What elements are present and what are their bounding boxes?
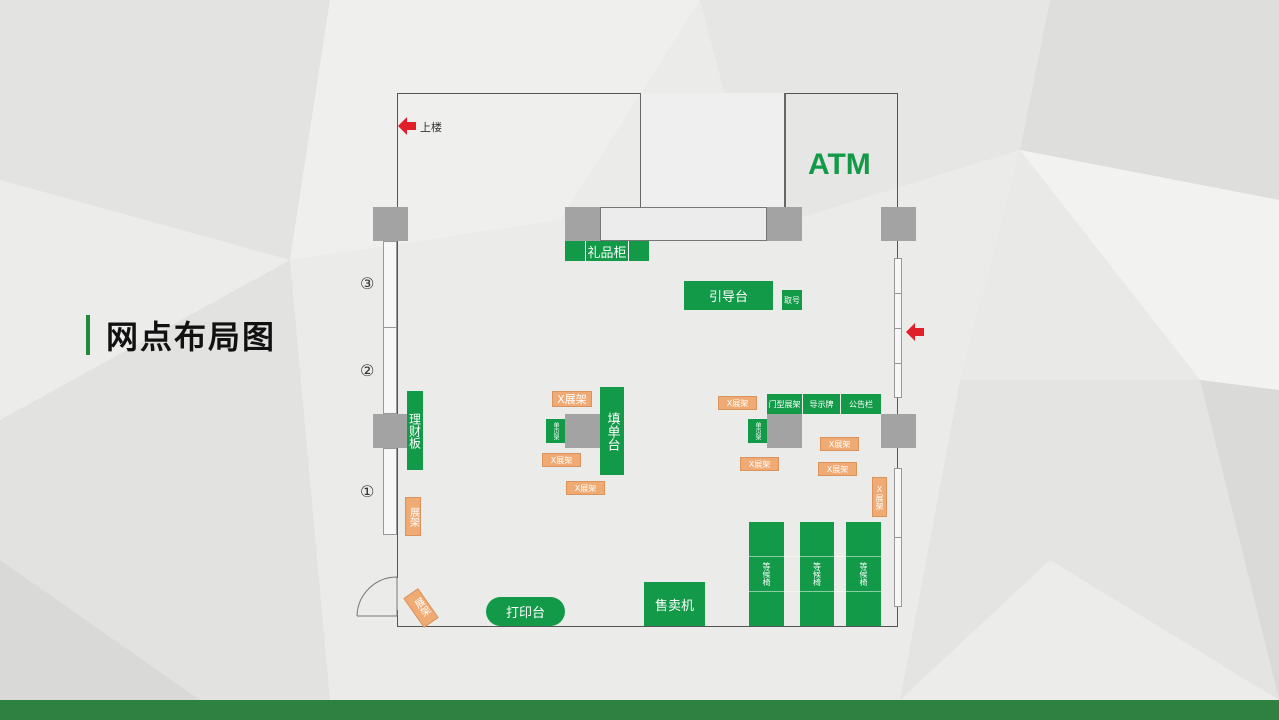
gift-cabinet: 礼品柜 xyxy=(565,241,649,261)
form-filling-desk: 填单台 xyxy=(600,387,624,475)
atm-room-wall xyxy=(785,93,786,207)
x-stand: X展架 xyxy=(566,481,605,495)
x-stand: X展架 xyxy=(740,457,779,471)
x-stand: X展架 xyxy=(718,396,757,410)
take-number-label: 取号 xyxy=(784,295,800,305)
pillar xyxy=(881,207,916,241)
back-room xyxy=(640,93,785,207)
gift-cabinet-divider xyxy=(585,241,586,261)
zone-number-2: ② xyxy=(360,361,375,380)
window-divider xyxy=(894,537,902,538)
x-stand-label: X展架 xyxy=(828,439,851,449)
pillar xyxy=(373,414,408,448)
pillar xyxy=(565,207,600,241)
x-stand: X展架 xyxy=(872,477,887,517)
x-stand-label: X展架 xyxy=(557,393,587,406)
chair-divider xyxy=(749,556,881,557)
pillar xyxy=(767,414,802,448)
x-stand-label: X展架 xyxy=(748,459,771,469)
window-divider xyxy=(894,328,902,329)
x-stand-label: X展架 xyxy=(550,455,573,465)
finance-board-label: 理财板 xyxy=(407,412,422,449)
entrance-arrow-icon xyxy=(906,323,924,341)
waiting-chairs: 等候椅 xyxy=(846,522,881,626)
gift-cabinet-label: 礼品柜 xyxy=(587,245,627,261)
atm-label: ATM xyxy=(808,148,871,181)
window-divider xyxy=(894,293,902,294)
wall-bottom xyxy=(397,626,898,627)
display-rack-label: 展架 xyxy=(410,596,432,620)
page-title: 网点布局图 xyxy=(106,318,277,356)
door-swing xyxy=(356,576,398,617)
x-stand-label: X展架 xyxy=(574,483,597,493)
window-left xyxy=(383,448,397,535)
pillar xyxy=(565,414,600,448)
direction-sign-label: 导示牌 xyxy=(809,399,834,409)
upstairs-label: 上楼 xyxy=(420,121,442,134)
waiting-chairs-label: 等候椅 xyxy=(762,562,771,586)
window-divider xyxy=(894,363,902,364)
display-rack: 展架 xyxy=(403,588,439,628)
vending-machine-label: 售卖机 xyxy=(654,598,694,614)
vending-machine: 售卖机 xyxy=(644,582,705,626)
x-stand-label: X展架 xyxy=(826,464,849,474)
x-stand: X展架 xyxy=(552,391,592,407)
gift-cabinet-divider xyxy=(628,241,629,261)
pillar xyxy=(881,414,916,448)
x-stand-label: X展架 xyxy=(726,398,749,408)
notice-board: 公告栏 xyxy=(841,394,881,414)
waiting-chairs: 等候椅 xyxy=(749,522,784,626)
notice-board-label: 公告栏 xyxy=(849,399,873,409)
waiting-chairs: 等候椅 xyxy=(800,522,834,626)
pillar xyxy=(373,207,408,241)
leaflet-rack-label: 单页架 xyxy=(754,422,761,440)
leaflet-rack: 单页架 xyxy=(748,419,767,443)
leaflet-rack: 单页架 xyxy=(546,419,565,443)
print-desk-label: 打印台 xyxy=(505,606,545,621)
page-title-block: 网点布局图 xyxy=(86,314,276,356)
form-desk-label: 填单台 xyxy=(604,411,620,451)
finance-board: 理财板 xyxy=(407,391,423,470)
door-rack-label: 门型展架 xyxy=(768,399,801,409)
guide-desk: 引导台 xyxy=(684,281,773,310)
waiting-chairs-label: 等候椅 xyxy=(812,562,822,586)
take-number-machine: 取号 xyxy=(782,290,802,310)
chair-divider xyxy=(749,591,881,592)
zone-number-3: ③ xyxy=(360,274,375,293)
wall-left-lower xyxy=(397,610,398,627)
window-divider xyxy=(383,327,397,328)
footer-bar xyxy=(0,700,1279,720)
x-stand: X展架 xyxy=(818,462,857,476)
upstairs-arrow-icon xyxy=(398,117,416,135)
direction-sign: 导示牌 xyxy=(803,394,840,414)
x-stand: X展架 xyxy=(820,437,859,451)
x-stand-label: X展架 xyxy=(875,484,884,510)
pillar xyxy=(767,207,802,241)
print-desk: 打印台 xyxy=(486,597,565,626)
zone-number-1: ① xyxy=(360,482,375,501)
waiting-chairs-label: 等候椅 xyxy=(859,562,868,586)
display-rack-label: 展架 xyxy=(407,506,419,527)
x-stand: X展架 xyxy=(542,453,581,467)
door-display-rack: 门型展架 xyxy=(767,394,802,414)
title-accent-bar xyxy=(86,315,90,355)
wall-left-upper xyxy=(397,93,398,578)
leaflet-rack-label: 单页架 xyxy=(552,422,559,440)
display-rack: 展架 xyxy=(405,497,421,536)
guide-desk-label: 引导台 xyxy=(708,290,748,305)
partition-wall xyxy=(600,207,767,241)
